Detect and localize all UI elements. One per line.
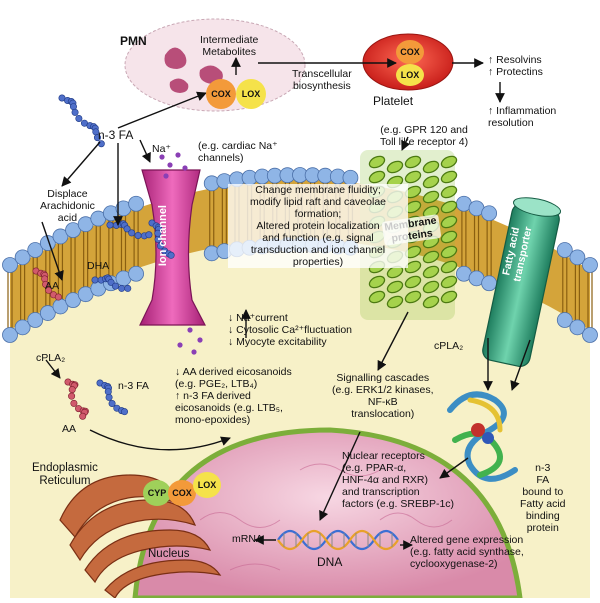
nucleus-label: Nucleus — [148, 548, 190, 560]
platelet-lox-enzyme: LOX — [396, 64, 424, 86]
na-ion-label: Na⁺ — [152, 143, 171, 155]
platelet-label: Platelet — [373, 94, 414, 108]
nucleus-chromatin — [199, 463, 453, 571]
fa-transporter-shape — [482, 197, 562, 367]
pmn-cox-enzyme: COX — [206, 79, 236, 109]
mrna-label: mRNA — [232, 533, 263, 545]
dna-label: DNA — [317, 555, 343, 569]
signalling-text: Signalling cascades (e.g. ERK1/2 kinases… — [332, 372, 434, 420]
eicosanoids-text: ↓ AA derived eicosanoids (e.g. PGE₂, LTB… — [175, 366, 292, 426]
cardiac-na-label: (e.g. cardiac Na⁺ channels) — [198, 140, 278, 164]
transcellular-label: Transcellular biosynthesis — [292, 68, 352, 92]
er-cox-enzyme: COX — [168, 480, 196, 506]
na-ions — [159, 152, 203, 355]
gpr120-label: (e.g. GPR 120 and Toll like receptor 4) — [380, 124, 469, 148]
intermediate-metabolites-label: Intermediate Metabolites — [200, 34, 259, 58]
na-current-text: ↓ Na⁺current ↓ Cytosolic Ca²⁺fluctuation… — [228, 312, 353, 348]
pmn-label: PMN — [120, 34, 147, 48]
arrows — [41, 57, 531, 550]
membrane-outer-heads — [2, 167, 598, 273]
aa-cytoplasm-label: AA — [62, 423, 77, 435]
n3fa-bound-text: n-3 FA bound to Fatty acid binding prote… — [520, 462, 566, 534]
fabp-ribbon — [447, 391, 518, 482]
er-lox-enzyme: LOX — [193, 472, 221, 498]
platelet-cox-enzyme: COX — [396, 40, 424, 64]
pmn-granules — [164, 47, 223, 93]
aa-membrane-label: AA — [45, 280, 60, 292]
displace-aa-label: Displace Arachidonic acid — [40, 188, 95, 224]
n3fa-top-label: n-3 FA — [98, 128, 134, 142]
dna-helix — [277, 529, 399, 551]
inflammation-label: ↑ Inflammation resolution — [488, 105, 557, 129]
er-cyp-enzyme: CYP — [143, 480, 171, 506]
membrane-effects-text: Change membrane fluidity; modify lipid r… — [228, 184, 408, 268]
gene-expression-text: Altered gene expression (e.g. fatty acid… — [410, 534, 524, 570]
dha-label: DHA — [87, 260, 110, 272]
pmn-lox-enzyme: LOX — [236, 79, 266, 109]
er-label: Endoplasmic Reticulum — [32, 462, 98, 487]
nuclear-receptors-text: Nuclear receptors (e.g. PPAR-α, HNF-4α a… — [342, 450, 455, 510]
n3fa-cytoplasm-label: n-3 FA — [118, 380, 149, 392]
cpla2-left-label: cPLA₂ — [36, 352, 66, 364]
ion-channel-label: Ion channel — [157, 205, 169, 267]
cpla2-right-label: cPLA₂ — [434, 340, 464, 352]
resolvins-label: ↑ Resolvins ↑ Protectins — [488, 54, 543, 78]
